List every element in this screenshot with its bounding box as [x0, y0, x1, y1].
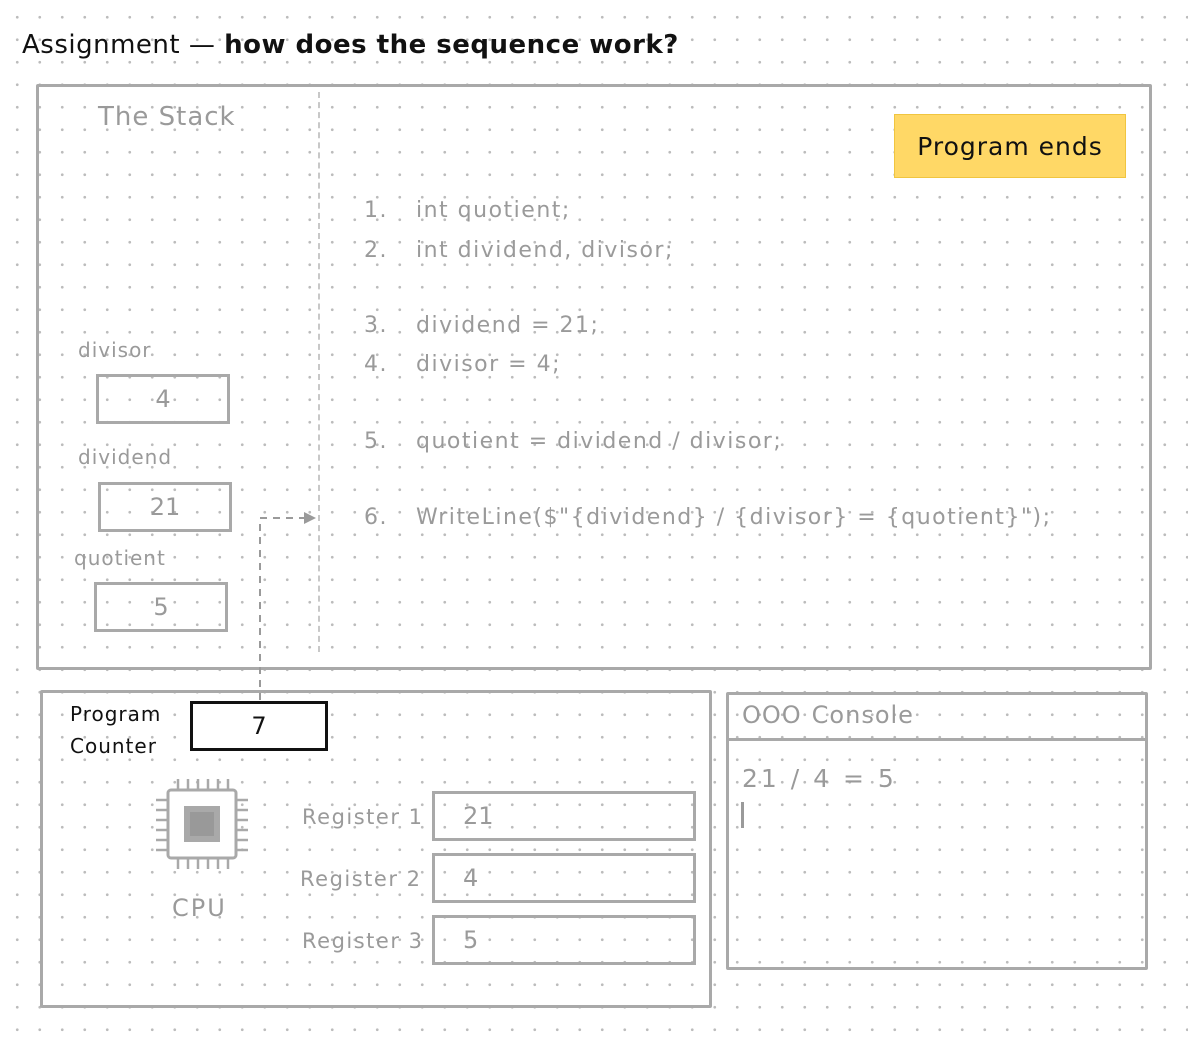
- code-line: 4. divisor = 4;: [364, 352, 561, 377]
- page-title: Assignment — how does the sequence work?: [22, 30, 679, 60]
- register-value: 4: [432, 853, 696, 903]
- register-value: 21: [432, 791, 696, 841]
- console-output: 21 / 4 = 5: [742, 764, 897, 793]
- stack-var-value: 5: [94, 582, 228, 632]
- line-code: int dividend, divisor;: [416, 238, 674, 263]
- cpu-label: CPU: [172, 894, 227, 922]
- register-label: Register 1: [302, 805, 424, 829]
- register-value: 5: [432, 915, 696, 965]
- stack-var-value: 21: [98, 482, 232, 532]
- code-line: 2. int dividend, divisor;: [364, 238, 674, 263]
- console-cursor: [741, 802, 744, 828]
- stack-var-value: 4: [96, 374, 230, 424]
- console-title: Console: [811, 701, 914, 729]
- stack-code-panel: [36, 84, 1152, 670]
- title-prefix: Assignment —: [22, 30, 225, 60]
- title-question: how does the sequence work?: [224, 30, 679, 60]
- line-code: divisor = 4;: [416, 352, 562, 377]
- pc-label-line2: Counter: [70, 734, 157, 758]
- program-counter-value: 7: [190, 701, 328, 751]
- line-code: dividend = 21;: [416, 313, 600, 338]
- code-line-current: 6. WriteLine($"{dividend} / {divisor} = {…: [364, 505, 1052, 530]
- cpu-panel: [40, 690, 712, 1008]
- stack-title: The Stack: [98, 102, 236, 132]
- console-header: OOO Console: [742, 701, 914, 729]
- line-number: 1.: [364, 198, 388, 223]
- stack-var-label: dividend: [78, 445, 173, 469]
- console-window: [726, 692, 1148, 970]
- line-code: WriteLine($"{dividend} / {divisor} = {qu…: [416, 505, 1052, 530]
- stack-var-label: divisor: [78, 338, 152, 362]
- code-line: 5. quotient = dividend / divisor;: [364, 429, 782, 454]
- line-code: quotient = dividend / divisor;: [416, 429, 783, 454]
- code-line: 1. int quotient;: [364, 198, 571, 223]
- line-code: int quotient;: [416, 198, 571, 223]
- line-number: 2.: [364, 238, 388, 263]
- code-line: 3. dividend = 21;: [364, 313, 599, 338]
- stack-var-label: quotient: [74, 546, 166, 570]
- stack-divider: [318, 92, 320, 652]
- line-number: 3.: [364, 313, 388, 338]
- register-label: Register 3: [302, 929, 424, 953]
- pc-label-line1: Program: [70, 702, 162, 726]
- console-title-bar: [726, 738, 1148, 741]
- line-number: 6.: [364, 505, 388, 530]
- register-label: Register 2: [300, 867, 422, 891]
- window-controls-icon: OOO: [742, 701, 802, 729]
- cpu-chip-icon: [156, 779, 248, 869]
- line-number: 4.: [364, 352, 388, 377]
- line-number: 5.: [364, 429, 388, 454]
- program-ends-button[interactable]: Program ends: [894, 114, 1126, 178]
